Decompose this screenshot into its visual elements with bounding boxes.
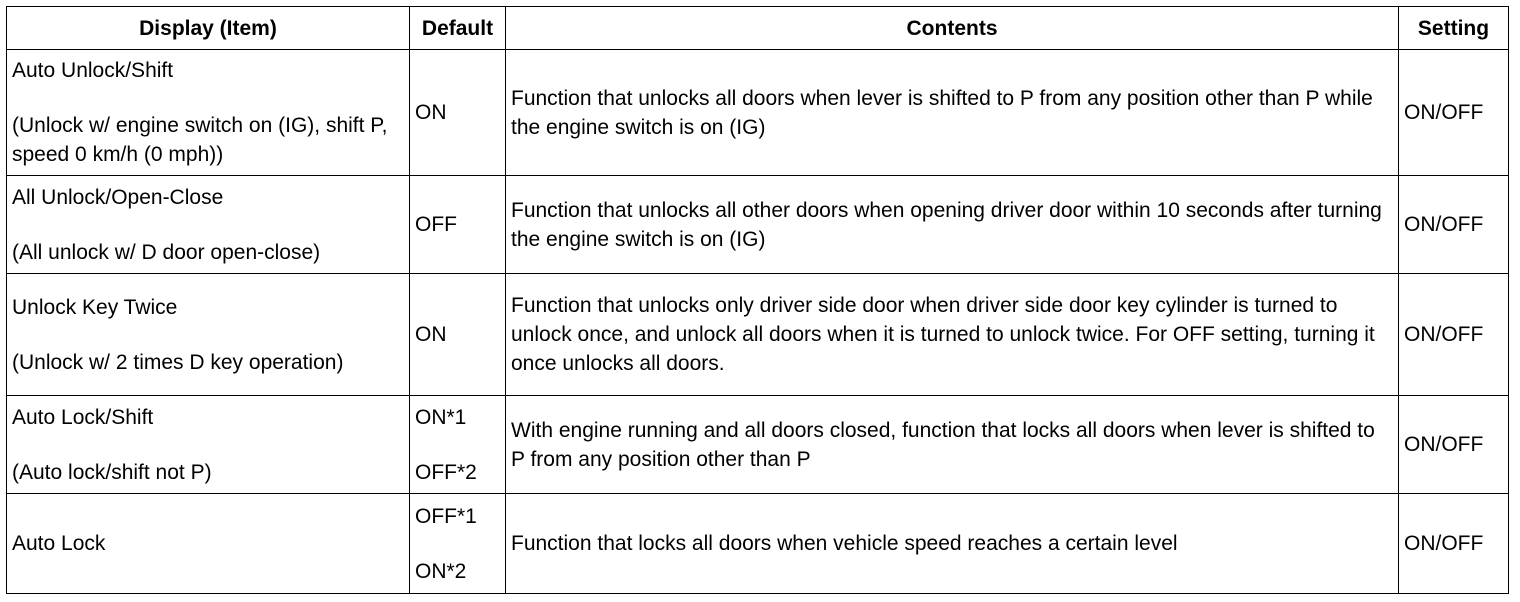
default-cell: ON (409, 49, 506, 176)
contents-text: Function that unlocks all doors when lev… (511, 86, 1373, 139)
table-row: Unlock Key Twice (Unlock w/ 2 times D ke… (6, 273, 1509, 396)
table-row: Auto Lock OFF*1 ON*2 Function that locks… (6, 493, 1509, 594)
display-item-cell: Auto Lock (6, 493, 410, 594)
contents-cell: Function that unlocks all doors when lev… (505, 49, 1399, 176)
contents-cell: Function that unlocks all other doors wh… (505, 175, 1399, 274)
item-detail: (Auto lock/shift not P) (12, 460, 212, 484)
display-item-cell: Auto Unlock/Shift (Unlock w/ engine swit… (6, 49, 410, 176)
default-value: ON*2 (415, 559, 467, 583)
setting-value: ON/OFF (1404, 532, 1484, 555)
default-cell: OFF (409, 175, 506, 274)
setting-value: ON/OFF (1404, 433, 1484, 456)
header-default: Default (409, 6, 506, 50)
item-detail: (All unlock w/ D door open-close) (12, 240, 321, 264)
default-value: ON*1 (415, 405, 467, 429)
setting-value: ON/OFF (1404, 213, 1484, 236)
customize-settings-table-frame: Display (Item) Default Contents Setting … (6, 6, 1509, 594)
table-row: Auto Unlock/Shift (Unlock w/ engine swit… (6, 49, 1509, 176)
setting-cell: ON/OFF (1398, 493, 1509, 594)
contents-text: Function that locks all doors when vehic… (511, 532, 1178, 555)
setting-cell: ON/OFF (1398, 49, 1509, 176)
contents-text: Function that unlocks all other doors wh… (511, 198, 1382, 251)
table-row: Auto Lock/Shift (Auto lock/shift not P) … (6, 395, 1509, 494)
default-value: ON (415, 323, 447, 346)
item-detail: (Unlock w/ 2 times D key operation) (12, 350, 344, 374)
display-item-cell: Unlock Key Twice (Unlock w/ 2 times D ke… (6, 273, 410, 396)
display-item-cell: All Unlock/Open-Close (All unlock w/ D d… (6, 175, 410, 274)
default-value: ON (415, 101, 447, 124)
table-header-row: Display (Item) Default Contents Setting (6, 6, 1509, 50)
item-detail: (Unlock w/ engine switch on (IG), shift … (12, 114, 388, 166)
contents-text: Function that unlocks only driver side d… (511, 294, 1375, 375)
item-name: Unlock Key Twice (12, 295, 178, 319)
setting-value: ON/OFF (1404, 101, 1484, 124)
setting-cell: ON/OFF (1398, 273, 1509, 396)
default-value: OFF*1 (415, 504, 477, 528)
contents-cell: With engine running and all doors closed… (505, 395, 1399, 494)
header-contents: Contents (505, 6, 1399, 50)
table-row: All Unlock/Open-Close (All unlock w/ D d… (6, 175, 1509, 274)
header-setting: Setting (1398, 6, 1509, 50)
setting-value: ON/OFF (1404, 323, 1484, 346)
setting-cell: ON/OFF (1398, 175, 1509, 274)
default-cell: ON (409, 273, 506, 396)
contents-cell: Function that unlocks only driver side d… (505, 273, 1399, 396)
display-item-cell: Auto Lock/Shift (Auto lock/shift not P) (6, 395, 410, 494)
item-name: Auto Lock/Shift (12, 405, 154, 429)
customize-settings-table: Display (Item) Default Contents Setting … (6, 6, 1509, 594)
contents-cell: Function that locks all doors when vehic… (505, 493, 1399, 594)
item-name: Auto Lock (12, 532, 106, 555)
item-name: All Unlock/Open-Close (12, 185, 224, 209)
header-display-item: Display (Item) (6, 6, 410, 50)
default-value: OFF*2 (415, 460, 477, 484)
default-cell: OFF*1 ON*2 (409, 493, 506, 594)
default-value: OFF (415, 213, 457, 236)
default-cell: ON*1 OFF*2 (409, 395, 506, 494)
item-name: Auto Unlock/Shift (12, 59, 174, 82)
contents-text: With engine running and all doors closed… (511, 418, 1375, 471)
setting-cell: ON/OFF (1398, 395, 1509, 494)
